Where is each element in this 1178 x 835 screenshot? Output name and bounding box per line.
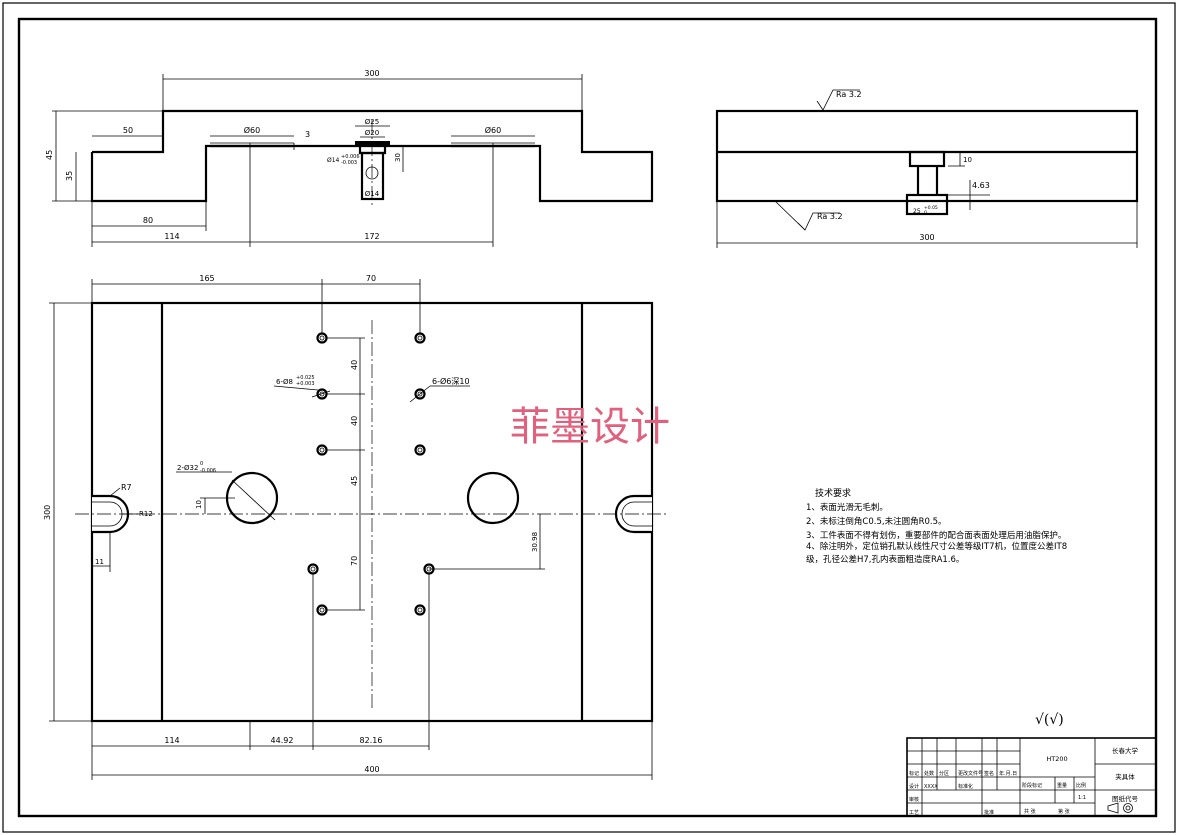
holes-c-dn: -0.006: [200, 468, 216, 474]
notes-title: 技术要求: [815, 487, 851, 499]
dim-70-vert: 70: [350, 556, 359, 566]
tol-14-up: +0.006: [341, 154, 360, 160]
note-line-4: 4、除注明外，定位销孔默认线性尺寸公差等级IT7机，位置度公差IT8: [806, 541, 1067, 552]
dim-8216: 82.16: [360, 736, 383, 745]
drawing-no-cell: 图纸代号: [1112, 794, 1139, 803]
dim-40b: 40: [350, 416, 359, 426]
dim-300-side: 300: [919, 233, 934, 242]
roughness-general: √(√): [1035, 712, 1064, 728]
title-block: HT200 长春大学 夹具体 图纸代号 标记 处数 分区 更改文件号 签名 年.…: [906, 737, 1157, 817]
holes-b-label: 6-Ø6深10: [432, 376, 470, 386]
dim-50: 50: [123, 126, 133, 135]
dim-400: 400: [364, 765, 379, 774]
dim-25-dn: 0: [924, 210, 927, 216]
dim-114-top: 114: [164, 232, 179, 241]
tb-label-3: 更改文件号: [958, 770, 983, 777]
dim-20: Ø20: [365, 129, 379, 137]
tb-label-13: 批准: [984, 809, 994, 816]
tb-label-14: 共 张: [1024, 808, 1036, 815]
dim-300: 300: [364, 69, 379, 78]
roughness-top: Ra 3.2: [836, 90, 862, 99]
part-name-cell: 夹具体: [1115, 772, 1135, 781]
tb-label-10: 比例: [1076, 782, 1086, 789]
tb-label-11: 审核: [909, 796, 919, 803]
dim-70-top: 70: [366, 274, 376, 283]
tb-label-6: 设计: [909, 783, 919, 790]
tb-label-9: 重量: [1057, 782, 1067, 789]
tol-14: Ø14: [327, 157, 340, 164]
plan-view: 165 70 40 40 45 70 6-Ø8 +0.025 +0.003 6-…: [43, 274, 668, 780]
tb-label-2: 分区: [939, 770, 949, 777]
dim-30: 30: [394, 153, 402, 162]
dim-3: 3: [305, 130, 310, 139]
dim-45: 45: [45, 150, 54, 160]
watermark-text: 菲墨设计: [510, 404, 670, 450]
note-line-5: 级，孔径公差H7,孔内表面粗造度RA1.6。: [806, 554, 964, 565]
dim-25: Ø25: [365, 118, 379, 126]
note-line-3: 3、工件表面不得有划伤，重要部件的配合面表面处理后用油脂保护。: [806, 530, 1066, 541]
dim-80: 80: [143, 216, 153, 225]
note-line-2: 2、未标注倒角C0.5,未注圆角R0.5。: [806, 516, 947, 527]
roughness-bottom: Ra 3.2: [817, 212, 843, 221]
tb-label-8: 阶段标记: [1022, 782, 1042, 789]
note-line-1: 1、表面光滑无毛刺。: [806, 502, 888, 513]
tb-label-5: 年.月.日: [999, 770, 1017, 777]
designer-code: XXXX: [924, 784, 938, 790]
material-cell: HT200: [1046, 755, 1067, 763]
dim-172: 172: [364, 232, 379, 241]
dim-3098: 30.98: [531, 532, 539, 552]
tb-label-7: 标准化: [958, 783, 973, 790]
dim-4492: 44.92: [271, 736, 294, 745]
dim-11: 11: [95, 558, 104, 566]
dim-35: 35: [65, 171, 74, 181]
projection-symbol: [1107, 802, 1133, 814]
holes-a-dn: +0.003: [296, 381, 315, 387]
dim-40a: 40: [350, 360, 359, 370]
side-view: 10 4.63 25 +0.05 0 Ra 3.2 Ra 3.2 300: [715, 89, 1139, 248]
holes-c-up: 0: [200, 461, 203, 467]
tb-label-4: 签名: [984, 770, 994, 777]
dim-14: Ø14: [365, 190, 380, 198]
dim-60b: Ø60: [485, 125, 501, 135]
holes-a-label: 6-Ø8: [276, 378, 293, 386]
radius-7: R7: [121, 483, 132, 492]
dim-463: 4.63: [972, 181, 990, 190]
dim-10-side: 10: [963, 156, 972, 164]
front-view: 300 50 Ø60 Ø60 3 Ø25 Ø20 Ø14 +0.006 -0.0…: [45, 69, 654, 247]
scale-cell: 1:1: [1078, 795, 1086, 801]
holes-c-label: 2-Ø32: [177, 464, 198, 472]
tb-label-1: 处数: [924, 770, 934, 777]
tb-label-12: 工艺: [909, 810, 919, 816]
tb-label-15: 第 张: [1058, 808, 1070, 815]
dim-114-plan: 114: [164, 736, 179, 745]
dim-45-plan: 45: [350, 476, 359, 486]
school-cell: 长春大学: [1112, 746, 1139, 755]
inner-border: [17, 17, 1158, 818]
dim-165: 165: [199, 274, 214, 283]
technical-notes: 技术要求 1、表面光滑无毛刺。 2、未标注倒角C0.5,未注圆角R0.5。 3、…: [806, 487, 1067, 565]
dim-25-up: +0.05: [924, 205, 938, 211]
dim-25-side: 25: [913, 208, 921, 215]
holes-a-up: +0.025: [296, 375, 315, 381]
dim-10-plan: 10: [195, 500, 203, 509]
dim-300-plan: 300: [43, 505, 52, 520]
tol-14-dn: -0.003: [341, 160, 357, 166]
radius-12: R12: [139, 510, 153, 518]
tb-label-0: 标记: [909, 770, 919, 777]
dim-60a: Ø60: [244, 125, 260, 135]
